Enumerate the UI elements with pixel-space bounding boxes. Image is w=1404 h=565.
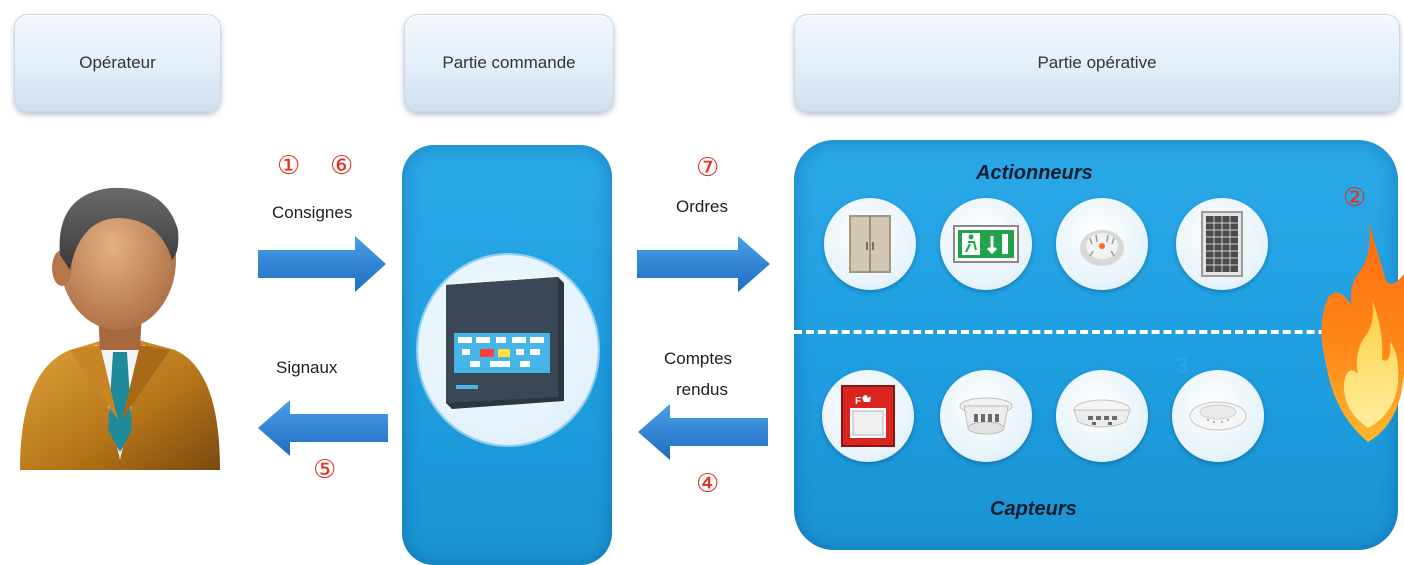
control-part-panel — [402, 145, 612, 565]
control-part-header: Partie commande — [404, 14, 614, 112]
step-marker-4: ④ — [696, 468, 720, 498]
exit-sign-icon — [940, 198, 1032, 290]
ceiling-detector-icon — [1172, 370, 1264, 462]
door-icon — [824, 198, 916, 290]
control-part-header-label: Partie commande — [442, 53, 576, 72]
signals-label: Signaux — [276, 358, 338, 377]
heat-detector-icon — [1056, 370, 1148, 462]
sounder-icon — [1056, 198, 1148, 290]
actuators-title: Actionneurs — [976, 162, 1093, 184]
orders-label: Ordres — [676, 197, 728, 216]
smoke-detector-icon — [940, 370, 1032, 462]
svg-text:F: F — [855, 396, 861, 407]
operative-part-header-label: Partie opérative — [1037, 53, 1157, 72]
sensors-title: Capteurs — [990, 498, 1077, 520]
fire-icon — [1321, 220, 1404, 442]
operator-avatar — [20, 187, 220, 470]
fire-alarm-controller-icon — [446, 277, 564, 409]
operator-header: Opérateur — [14, 14, 221, 112]
step-marker-5: ⑤ — [313, 454, 337, 484]
vent-grille-icon — [1176, 198, 1268, 290]
setpoints-arrow — [258, 236, 386, 292]
operative-part-header: Partie opérative — [794, 14, 1400, 112]
manual-call-point-icon: F — [822, 370, 914, 462]
orders-arrow — [637, 236, 770, 292]
arrows-layer — [258, 236, 770, 460]
step-marker-7: ⑦ — [696, 152, 720, 182]
actuators-sensors-divider — [794, 330, 1398, 334]
operator-header-label: Opérateur — [79, 53, 156, 72]
signals-arrow — [258, 400, 388, 456]
step-marker-6: ⑥ — [330, 150, 354, 180]
reports-label-line1: Comptes — [664, 349, 733, 368]
step-marker-2: ② — [1343, 182, 1367, 212]
reports-arrow — [638, 404, 768, 460]
setpoints-label: Consignes — [272, 203, 353, 222]
step-marker-3: 3 — [1176, 353, 1189, 378]
step-marker-1: ① — [277, 150, 301, 180]
reports-label-line2: rendus — [676, 380, 728, 399]
